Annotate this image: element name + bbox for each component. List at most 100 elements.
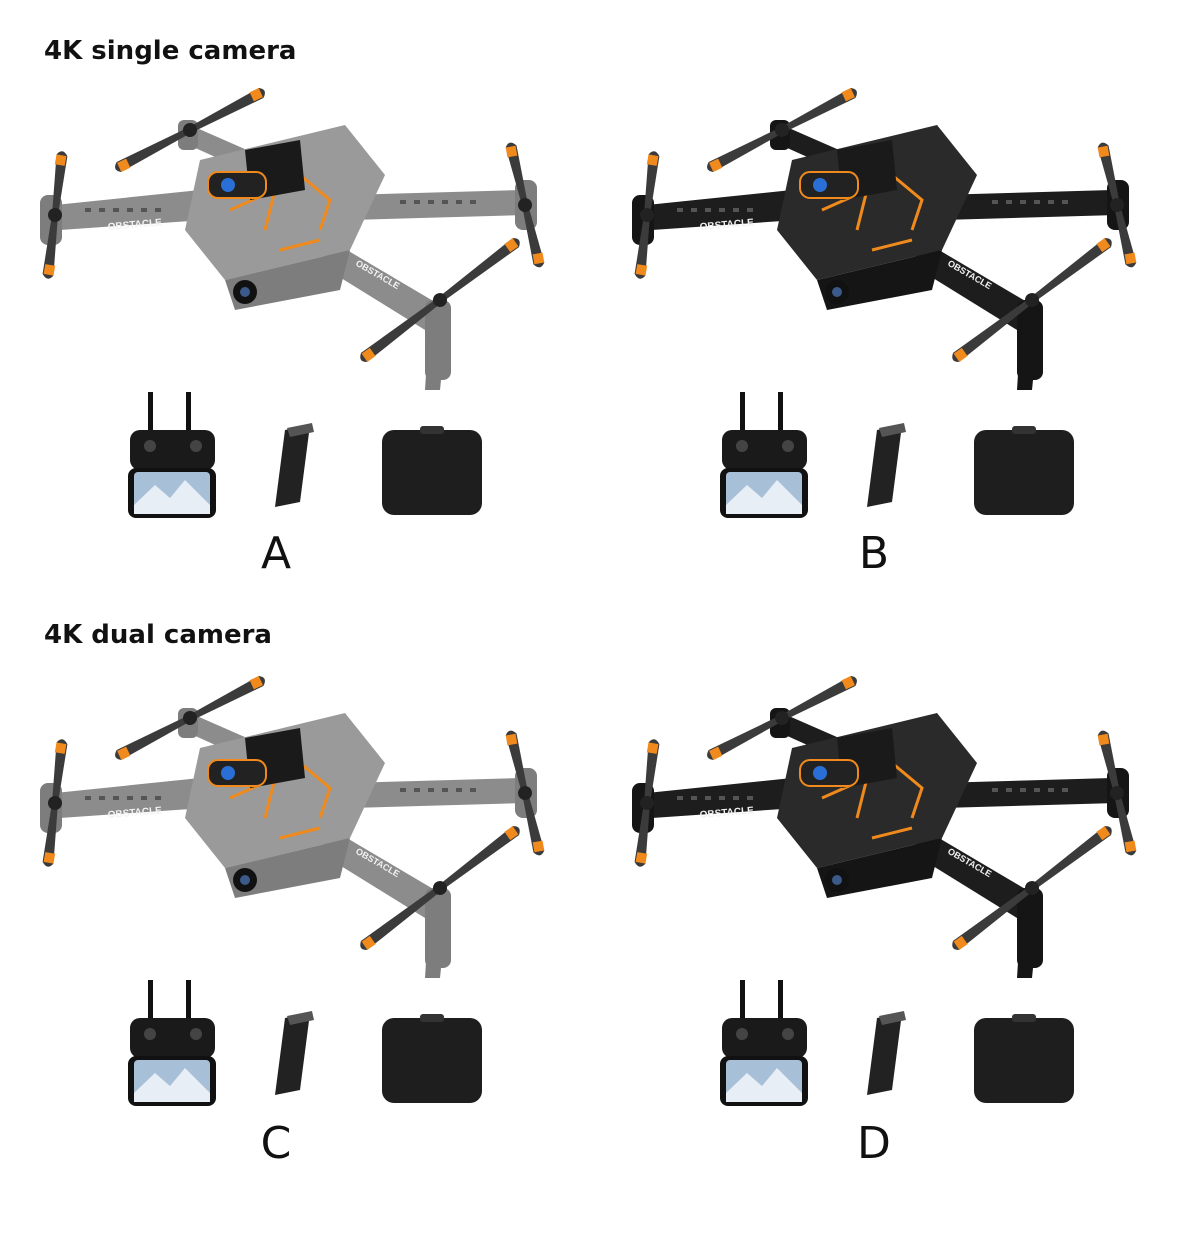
drone-arm [937, 190, 1117, 220]
drone-arm [345, 778, 525, 808]
battery-connector [879, 423, 906, 437]
propeller-blade [952, 297, 1034, 362]
propeller-hub [48, 208, 62, 222]
propeller-blade [42, 214, 58, 279]
landing-leg [1017, 898, 1040, 978]
camera-lens-housing [207, 759, 267, 787]
propeller-tip [43, 264, 56, 276]
camera-lens [221, 766, 235, 780]
arm-vent [428, 788, 434, 792]
propeller [1097, 142, 1137, 268]
propeller-hub [433, 881, 447, 895]
case-zipper [420, 426, 444, 434]
drone-arm [320, 828, 440, 918]
propeller-blade [634, 214, 650, 279]
propeller-blade [634, 802, 650, 867]
propeller-tip [1096, 826, 1111, 841]
propeller-blade [952, 885, 1034, 950]
propeller-blade [438, 826, 520, 891]
battery-connector [879, 1011, 906, 1025]
propeller-tip [635, 852, 648, 864]
propeller [42, 151, 68, 279]
accent-stripe [891, 173, 924, 231]
propeller-tip [54, 742, 67, 754]
mountain-image [134, 480, 210, 514]
camera-lens-housing [799, 171, 859, 199]
propeller [505, 142, 545, 268]
arm-vent [733, 208, 739, 212]
accent-stripe [891, 761, 924, 819]
control-stick [736, 440, 748, 452]
propeller-blade [505, 730, 528, 794]
arm-vent [992, 788, 998, 792]
propeller-tip [635, 264, 648, 276]
propeller-tip [1124, 252, 1137, 265]
antenna [148, 980, 153, 1025]
control-stick [190, 440, 202, 452]
battery-connector [287, 423, 314, 437]
battery [867, 425, 902, 507]
case-zipper [1012, 426, 1036, 434]
remote-controller [130, 1018, 215, 1058]
propeller [42, 739, 68, 867]
propeller-tip [361, 935, 376, 950]
propeller-blade [115, 127, 192, 172]
control-stick [782, 440, 794, 452]
arm-vent [1034, 788, 1040, 792]
propeller-tip [249, 676, 263, 690]
arm-vent [470, 788, 476, 792]
bottom-camera-lens [240, 875, 250, 885]
propeller-hub [1110, 198, 1124, 212]
propeller-blade [1114, 204, 1137, 268]
propeller-blade [644, 151, 660, 216]
arm-vent [733, 796, 739, 800]
propeller-hub [183, 123, 197, 137]
arm-vent [1048, 788, 1054, 792]
propeller-tip [504, 238, 519, 253]
storage-case [382, 430, 482, 515]
propeller-blade [52, 151, 68, 216]
case-zipper [1012, 1014, 1036, 1022]
arm-vent [691, 796, 697, 800]
battery [275, 425, 310, 507]
arm-vent [428, 200, 434, 204]
accessories-image [128, 980, 482, 1106]
propeller-tip [249, 88, 263, 102]
control-stick [782, 1028, 794, 1040]
section-title-dual-camera: 4K dual camera [44, 620, 272, 650]
propeller-hub [1110, 786, 1124, 800]
arm-vent [155, 796, 161, 800]
propeller-tip [709, 158, 723, 172]
arm-vent [113, 796, 119, 800]
arm-vent [414, 788, 420, 792]
arm-vent [127, 208, 133, 212]
accent-stripe [279, 238, 321, 252]
propeller-blade [707, 715, 784, 760]
mountain-image [726, 480, 802, 514]
camera-lens [221, 178, 235, 192]
mountain-image [134, 1068, 210, 1102]
landing-leg [425, 898, 448, 978]
battery [275, 1013, 310, 1095]
arm-vent [127, 796, 133, 800]
propeller [952, 826, 1112, 950]
camera-lens [813, 178, 827, 192]
landing-leg [1017, 310, 1040, 390]
accent-stripe [299, 173, 332, 231]
propeller-tip [1097, 733, 1110, 746]
arm-vent [1006, 788, 1012, 792]
antenna [186, 392, 191, 437]
arm-vent [400, 200, 406, 204]
mountain-image [726, 1068, 802, 1102]
arm-vent [719, 208, 725, 212]
propeller-tip [709, 746, 723, 760]
propeller [505, 730, 545, 856]
case-zipper [420, 1014, 444, 1022]
arm-vent [1006, 200, 1012, 204]
propeller-blade [52, 739, 68, 804]
arm-vent [99, 208, 105, 212]
